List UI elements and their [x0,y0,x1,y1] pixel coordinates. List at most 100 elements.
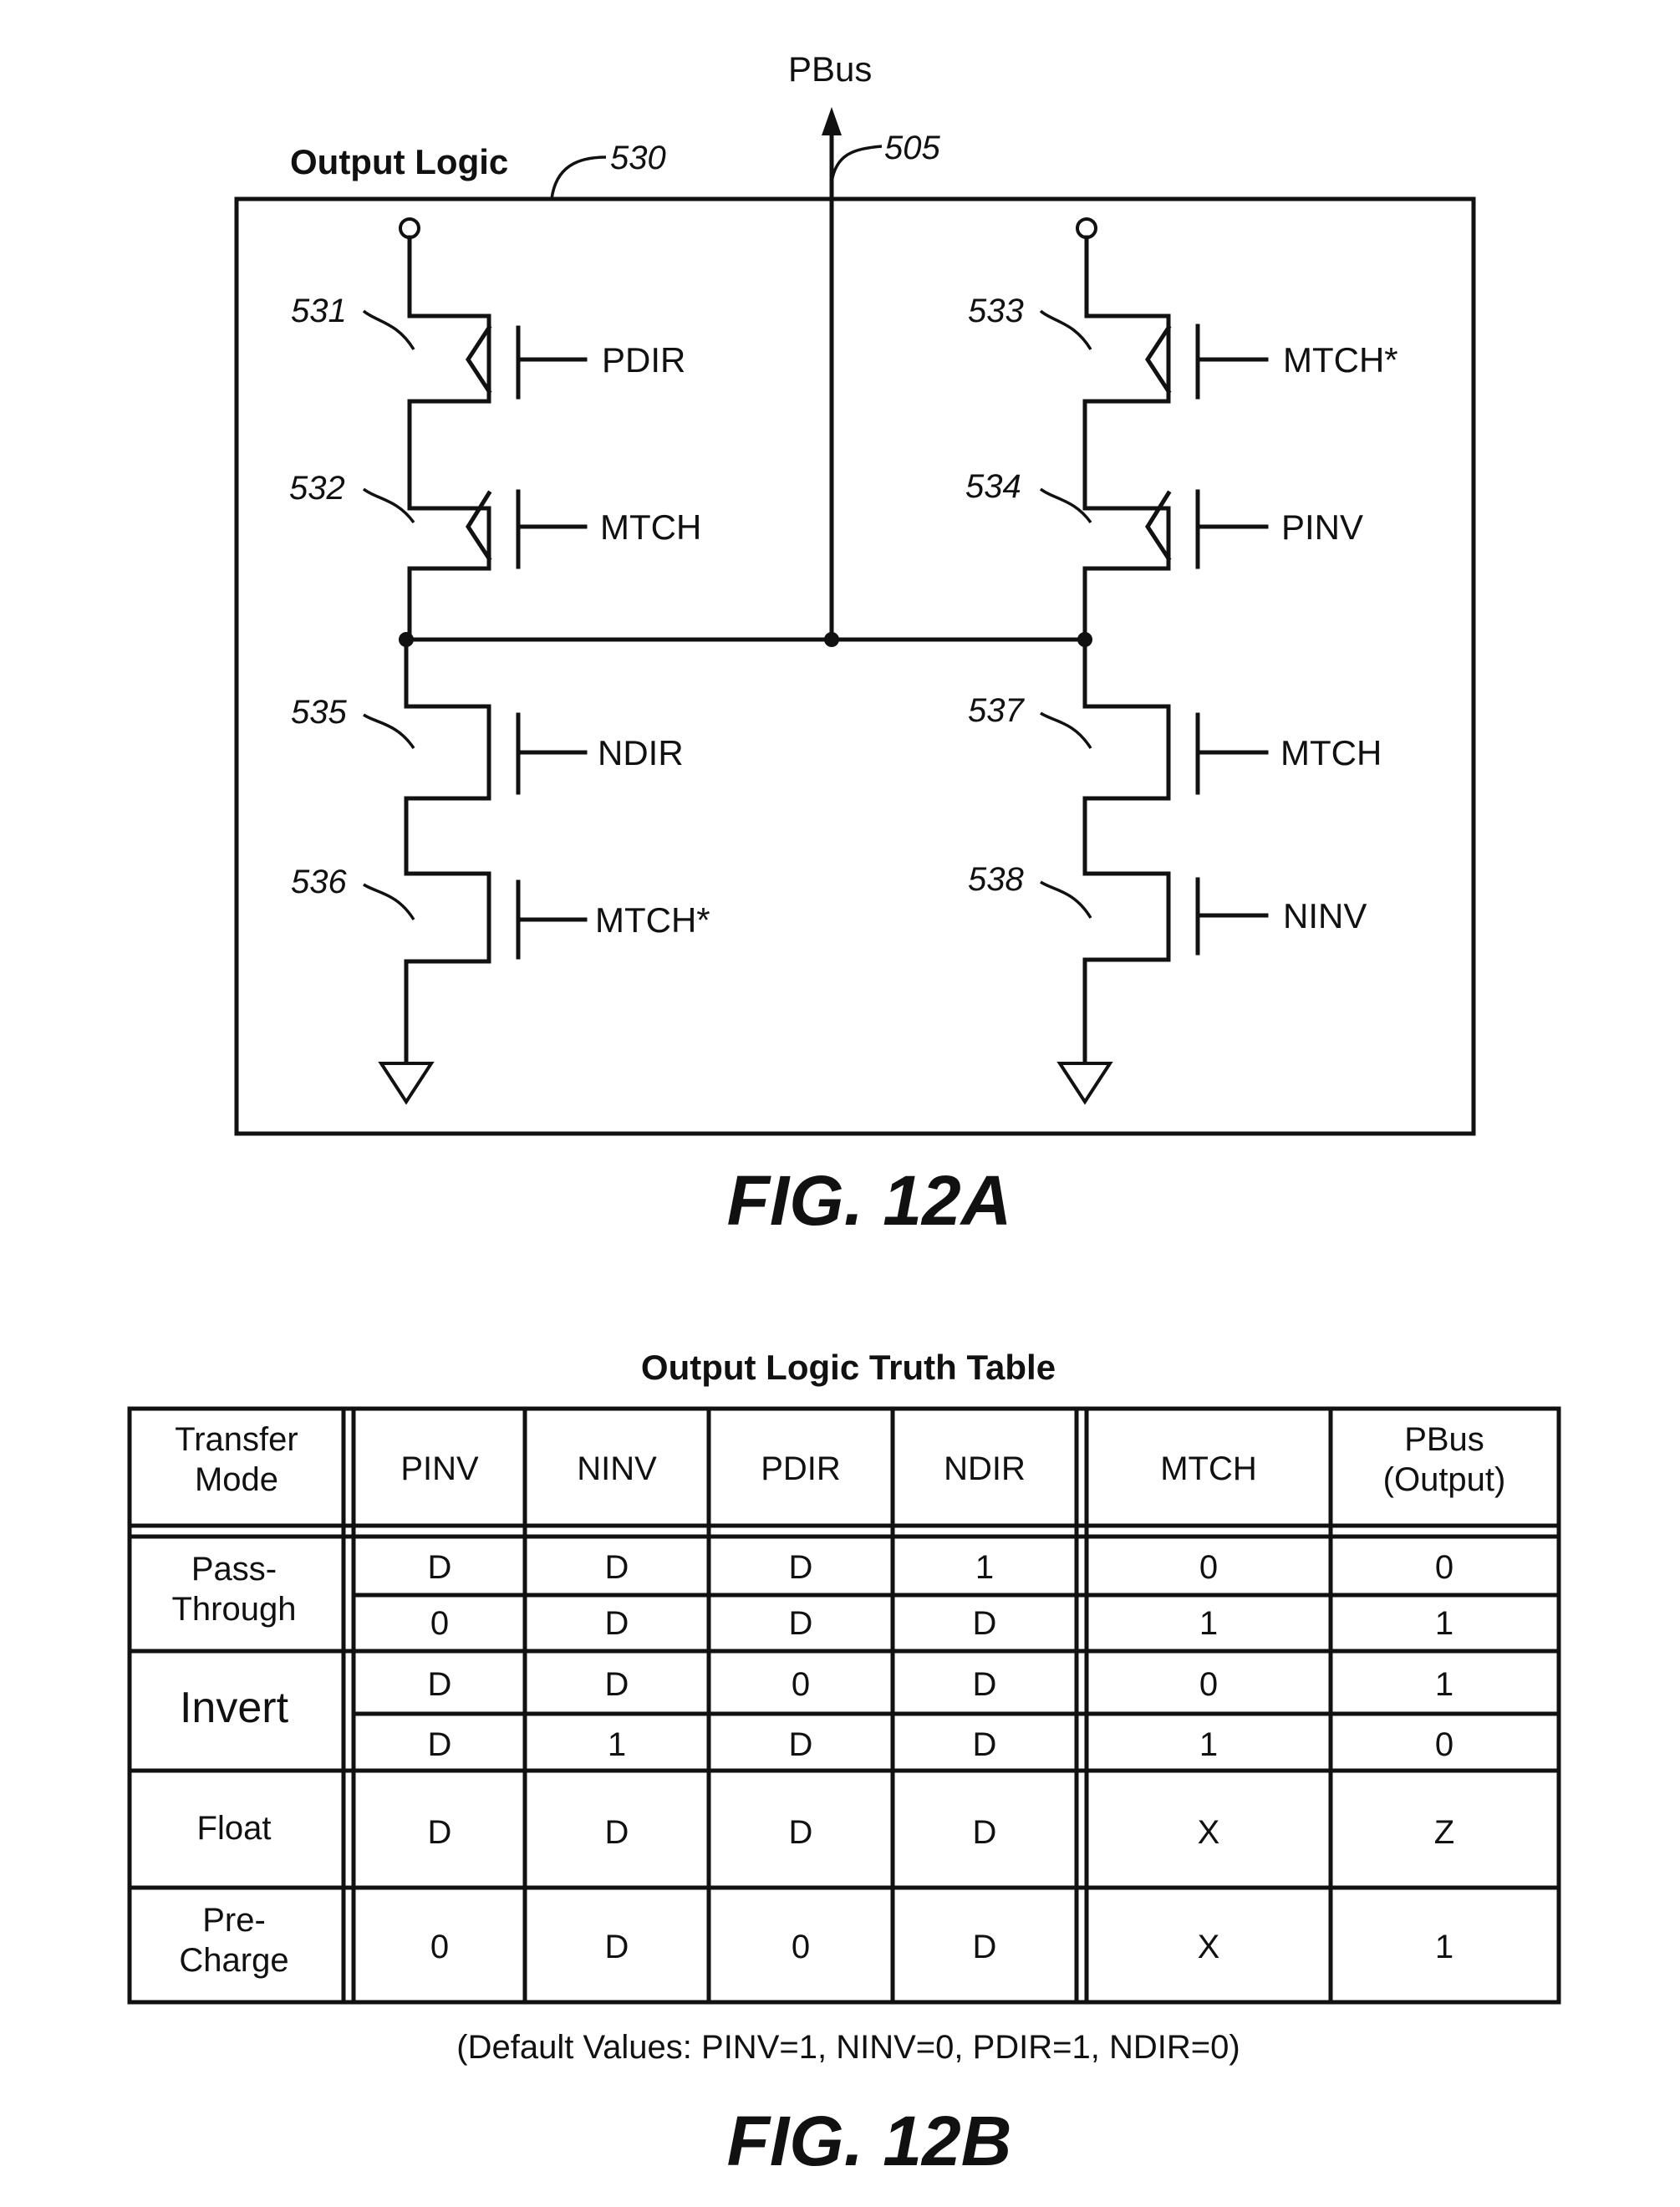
cell-r1-mtch: 1 [1199,1605,1218,1642]
supply-terminal-left [399,217,420,239]
fig-12b-caption: FIG. 12B [727,2102,1012,2180]
mode-pre-charge: Pre-Charge [179,1902,288,1979]
block-ref-leader [550,155,607,200]
cell-r5-pbus: 1 [1435,1929,1453,1965]
header-mtch: MTCH [1160,1450,1257,1487]
ground-right-icon [1056,959,1113,1105]
cell-r5-mtch: X [1198,1929,1220,1965]
gate-label-531: PDIR [602,340,685,380]
cell-r3-pbus: 0 [1435,1726,1453,1763]
truth-table-title: Output Logic Truth Table [641,1348,1056,1387]
table-row: D D D D X Z [428,1814,1455,1851]
cell-r5-ninv: D [605,1929,629,1965]
header-pinv: PINV [400,1450,479,1487]
bus-ref-leader [830,145,883,183]
table-row: 0 D D D 1 1 [430,1605,1453,1642]
header-ndir: NDIR [944,1450,1026,1487]
pbus-arrowhead [822,107,842,135]
header-transfer-mode-line1: Transfer [175,1421,298,1458]
table-horizontal-lines [130,1523,1559,1890]
cell-r3-mtch: 1 [1199,1726,1218,1763]
cell-r3-ninv: 1 [608,1726,626,1763]
cell-r2-mtch: 0 [1199,1666,1218,1703]
cell-r0-ninv: D [605,1549,629,1586]
mode-pass-through: Pass-Through [172,1551,297,1628]
ref-534: 534 [965,468,1021,505]
header-pbus-output: PBus(Output) [1383,1421,1506,1498]
cell-r0-pdir: D [789,1549,813,1586]
cell-r2-ninv: D [605,1666,629,1703]
gate-label-533: MTCH* [1283,340,1398,380]
fig-12a: Output Logic 530 PBus 505 [234,49,1476,1240]
ref-537: 537 [968,692,1025,729]
mode-pass-through-line2: Through [172,1591,297,1628]
table-row: D 1 D D 1 0 [428,1726,1454,1763]
transistor-531 [362,309,588,511]
output-logic-title: Output Logic [290,142,508,181]
output-logic-block [234,196,1476,1136]
cell-r4-pbus: Z [1434,1814,1454,1851]
cell-r4-mtch: X [1198,1814,1220,1851]
gate-label-534: PINV [1281,507,1363,547]
ref-538: 538 [968,861,1024,898]
ground-left-icon [378,959,435,1105]
table-row: D D D 1 0 0 [428,1549,1454,1586]
gate-label-532: MTCH [600,507,701,547]
header-pdir: PDIR [761,1450,841,1487]
cell-r2-pinv: D [428,1666,452,1703]
cell-r0-pinv: D [428,1549,452,1586]
default-values-note: (Default Values: PINV=1, NINV=0, PDIR=1,… [456,2029,1240,2066]
header-ninv: NINV [577,1450,657,1487]
gate-label-536: MTCH* [595,900,710,940]
cell-r1-pbus: 1 [1435,1605,1453,1642]
transistor-532 [362,487,588,642]
cell-r1-pinv: 0 [430,1605,449,1642]
cell-r3-pinv: D [428,1726,452,1763]
cell-r0-mtch: 0 [1199,1549,1218,1586]
supply-terminal-right [1076,217,1097,239]
transistor-537 [1040,637,1269,876]
cell-r0-pbus: 0 [1435,1549,1453,1586]
cell-r4-ninv: D [605,1814,629,1851]
transistor-536 [363,871,588,964]
bus-ref-505: 505 [884,130,940,166]
cell-r5-pdir: 0 [792,1929,810,1965]
mode-pass-through-line1: Pass- [191,1551,277,1588]
cell-r4-pdir: D [789,1814,813,1851]
cell-r4-pinv: D [428,1814,452,1851]
gate-label-535: NDIR [598,733,684,772]
transistor-538 [1040,871,1269,962]
table-row: 0 D 0 D X 1 [430,1929,1453,1965]
cell-r2-pdir: 0 [792,1666,810,1703]
gate-label-538: NINV [1283,896,1367,935]
cell-r2-ndir: D [973,1666,997,1703]
transistor-535 [363,637,588,876]
cell-r0-ndir: 1 [975,1549,994,1586]
transistor-533 [1039,309,1269,511]
cell-r1-pdir: D [789,1605,813,1642]
pbus-label: PBus [788,49,872,89]
cell-r3-ndir: D [973,1726,997,1763]
transistor-534 [1039,487,1269,642]
truth-table-border [127,1406,1561,2005]
cell-r4-ndir: D [973,1814,997,1851]
table-row: D D 0 D 0 1 [428,1666,1454,1703]
ref-535: 535 [291,694,347,731]
mode-invert: Invert [180,1684,289,1732]
mode-pre-charge-line2: Charge [179,1942,288,1979]
cell-r1-ninv: D [605,1605,629,1642]
ref-533: 533 [968,293,1024,329]
mode-float: Float [197,1810,272,1847]
fig-12a-caption: FIG. 12A [727,1161,1012,1240]
cell-r1-ndir: D [973,1605,997,1642]
ref-532: 532 [289,470,345,507]
mode-pre-charge-line1: Pre- [202,1902,266,1939]
ref-531: 531 [291,293,347,329]
cell-r5-ndir: D [973,1929,997,1965]
node-dot-center [824,632,839,647]
cell-r3-pdir: D [789,1726,813,1763]
